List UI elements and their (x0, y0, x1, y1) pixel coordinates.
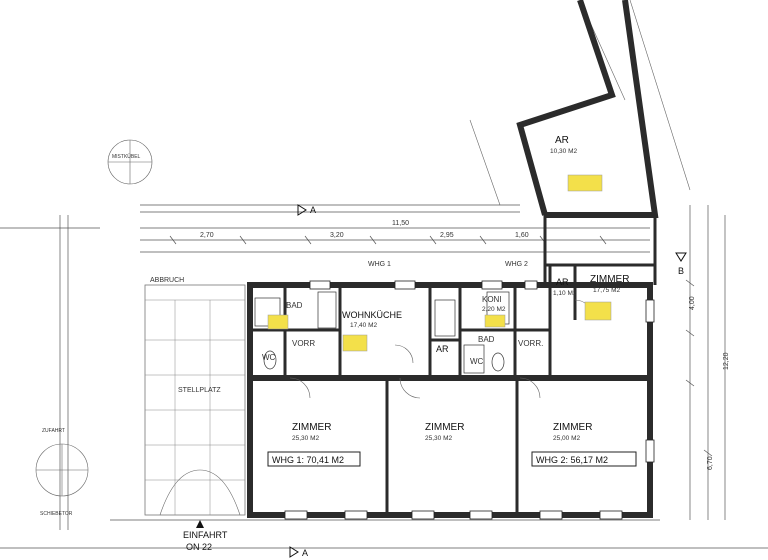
room-wc-2: WC (470, 357, 484, 366)
room-bad-2: BAD (478, 335, 495, 344)
room-ar-small-area: 1,10 M2 (553, 290, 577, 297)
dim-3: 2,95 (440, 232, 454, 239)
section-a-top-icon (297, 204, 307, 216)
room-ar-mid: AR (436, 344, 449, 354)
room-wohnkueche: WOHNKÜCHE (342, 310, 402, 320)
abbruch-label: ABBRUCH (150, 277, 184, 284)
whg2-total: WHG 2: 56,17 M2 (536, 455, 608, 465)
dim-1: 2,70 (200, 232, 214, 239)
apartment-totals: WHG 1: 70,41 M2 WHG 2: 56,17 M2 WHG 1 WH… (267, 261, 637, 467)
section-a-bottom-icon (289, 546, 299, 558)
room-wohnkueche-area: 17,40 M2 (350, 322, 377, 329)
dim-4: 1,60 (515, 232, 529, 239)
dim-5: 6,70 (707, 456, 714, 470)
building-walls (247, 0, 659, 520)
stellplatz-label: STELLPLATZ (178, 387, 221, 394)
room-ar-top: AR (555, 135, 569, 146)
section-b-icon (675, 252, 687, 262)
room-zimmer-4: ZIMMER (590, 274, 629, 285)
room-koni: KONI (482, 295, 502, 304)
room-zimmer-1-area: 25,30 M2 (292, 435, 319, 442)
dim-6: 4,00 (689, 296, 696, 310)
room-zimmer-2: ZIMMER (425, 422, 464, 433)
room-zimmer-3: ZIMMER (553, 422, 592, 433)
dim-2: 3,20 (330, 232, 344, 239)
room-vorr-1: VORR (292, 339, 315, 348)
mistkuebel-label: MISTKÜBEL (112, 153, 141, 160)
room-wc: WC (262, 353, 276, 362)
room-ar-top-area: 10,30 M2 (550, 148, 577, 155)
room-koni-area: 2,20 M2 (482, 306, 506, 313)
highlights (267, 174, 612, 352)
whg2-tag: WHG 2 (505, 261, 528, 268)
whg1-total: WHG 1: 70,41 M2 (272, 455, 344, 465)
on22-label: ON 22 (186, 542, 212, 552)
section-a-bottom: A (302, 548, 308, 558)
room-zimmer-2-area: 25,30 M2 (425, 435, 452, 442)
dim-top-total: 11,50 (392, 220, 409, 227)
dimension-labels: 11,50 2,70 3,20 2,95 1,60 12,20 6,70 4,0… (200, 220, 730, 470)
dim-right-total: 12,20 (723, 352, 730, 370)
einfahrt-arrow-icon (196, 520, 204, 528)
whg1-tag: WHG 1 (368, 261, 391, 268)
parking-area (144, 284, 246, 516)
zufahrt-label: ZUFAHRT (42, 428, 65, 434)
room-ar-small: AR (556, 277, 569, 287)
room-bad: BAD (286, 301, 303, 310)
room-labels: ZIMMER 25,30 M2 ZIMMER 25,30 M2 ZIMMER 2… (262, 135, 629, 442)
section-a-top: A (310, 205, 316, 215)
room-zimmer-4-area: 17,75 M2 (593, 287, 620, 294)
section-b: B (678, 266, 684, 276)
schiebetor-label: SCHIEBETOR (40, 511, 73, 517)
room-zimmer-1: ZIMMER (292, 422, 331, 433)
room-vorr-2: VORR. (518, 339, 543, 348)
einfahrt-label: EINFAHRT (183, 530, 228, 540)
misc-labels: STELLPLATZ ABBRUCH MISTKÜBEL SCHIEBETOR … (40, 153, 687, 558)
room-zimmer-3-area: 25,00 M2 (553, 435, 580, 442)
